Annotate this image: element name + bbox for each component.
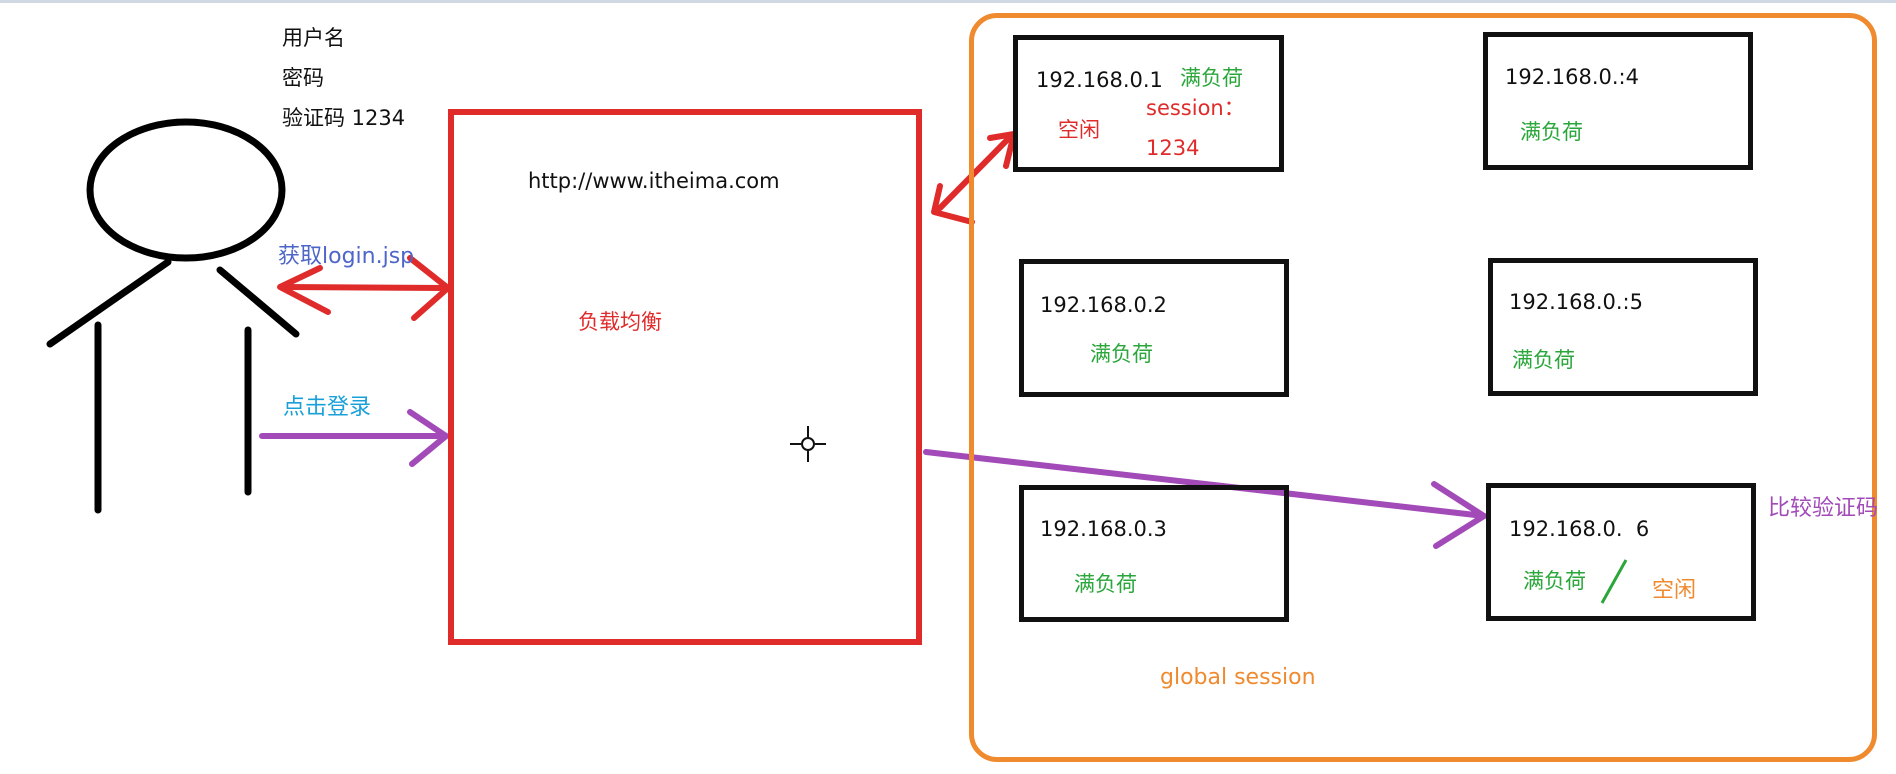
server-6-status: 满负荷 — [1523, 569, 1586, 593]
server-1-idle: 空闲 — [1058, 118, 1100, 142]
server-5-status: 满负荷 — [1512, 348, 1575, 372]
server-3-ip: 192.168.0.3 — [1040, 517, 1167, 541]
user-figure — [46, 118, 300, 514]
click-login-arrow — [259, 409, 449, 467]
username-label: 用户名 — [282, 26, 345, 50]
load-balancer-label: 负载均衡 — [578, 310, 662, 334]
window-top-border — [0, 0, 1896, 3]
server-1-session-label: session： — [1146, 96, 1245, 120]
load-balancer-url: http://www.itheima.com — [528, 169, 780, 193]
server-1-status: 满负荷 — [1180, 66, 1243, 90]
server-2-ip: 192.168.0.2 — [1040, 293, 1167, 317]
server-6-idle: 空闲 — [1652, 578, 1697, 603]
server-4-box — [1483, 32, 1753, 170]
global-session-label: global session — [1160, 665, 1316, 690]
server-6-ip: 192.168.0. 6 — [1509, 517, 1650, 541]
server-2-box — [1019, 259, 1289, 397]
user-left-arm — [46, 258, 172, 348]
server-1-ip: 192.168.0.1 — [1036, 68, 1163, 92]
user-right-arm — [216, 266, 300, 338]
get-login-label: 获取login.jsp — [278, 244, 415, 269]
password-label: 密码 — [282, 66, 324, 90]
server-5-ip: 192.168.0.:5 — [1509, 290, 1643, 314]
server-3-box — [1019, 485, 1289, 622]
server-4-status: 满负荷 — [1520, 120, 1583, 144]
server-2-status: 满负荷 — [1090, 342, 1153, 366]
server-1-session-value: 1234 — [1146, 136, 1200, 160]
server-6-box — [1486, 483, 1756, 621]
server-1-box — [1013, 35, 1284, 172]
global-session-box — [969, 13, 1877, 762]
click-login-label: 点击登录 — [283, 395, 372, 420]
crosshair-cursor-icon — [790, 426, 826, 462]
server-4-ip: 192.168.0.:4 — [1505, 65, 1639, 89]
server-3-status: 满负荷 — [1074, 572, 1137, 596]
captcha-label: 验证码 1234 — [282, 106, 406, 130]
server-5-box — [1488, 258, 1758, 396]
compare-captcha-label: 比较验证码 — [1768, 496, 1879, 521]
user-head — [86, 118, 286, 262]
lb-to-server6-arrow — [923, 449, 1487, 549]
server6-slash — [1600, 559, 1628, 604]
load-balancer-box — [448, 109, 922, 645]
